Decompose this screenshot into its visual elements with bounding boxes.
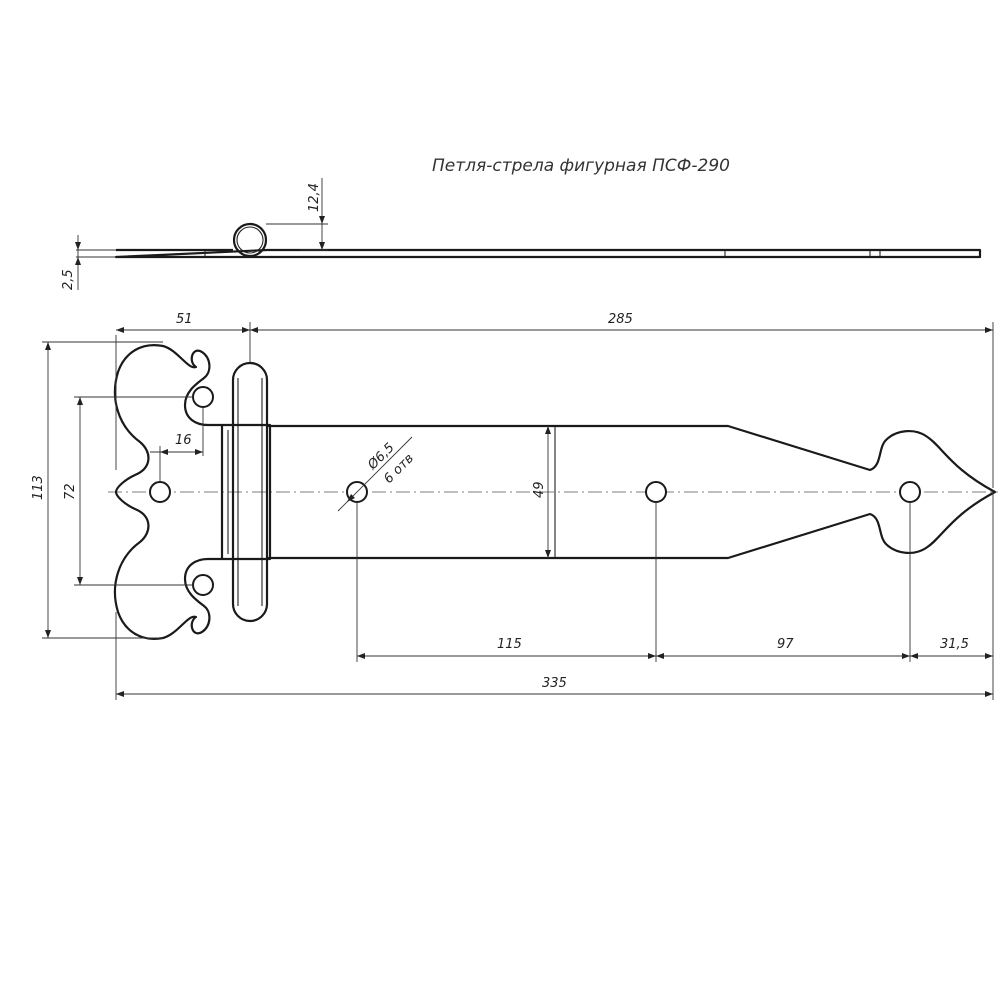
dim-hole-pitch-2: 97 — [777, 637, 794, 652]
dim-total-height: 113 — [31, 475, 46, 500]
dim-total-length: 335 — [542, 676, 567, 691]
decorative-flap — [113, 344, 222, 640]
strap — [267, 424, 997, 560]
side-view-knuckle — [232, 222, 268, 258]
dim-holes-spacing: 72 — [63, 483, 78, 500]
dim-hole-offset: 16 — [175, 433, 192, 448]
strap-hole-3 — [899, 481, 921, 503]
dim-strap-length: 285 — [608, 312, 633, 327]
dim-strap-width: 49 — [532, 481, 547, 498]
flap-hole-top — [192, 386, 214, 408]
dim-hole-pitch-1: 115 — [497, 637, 522, 652]
side-view: 2,5 12,4 — [61, 178, 982, 290]
strap-hole-2 — [645, 481, 667, 503]
drawing-title: Петля-стрела фигурная ПСФ-290 — [432, 156, 730, 176]
side-view-plate — [114, 248, 982, 259]
dim-tip-offset: 31,5 — [940, 637, 969, 652]
top-view: 51 285 113 72 16 49 Ø6,5 6 — [31, 312, 998, 700]
dim-flap-width: 51 — [176, 312, 193, 327]
hinge-knuckle — [231, 361, 269, 623]
flap-hole-middle — [149, 481, 171, 503]
dim-thickness: 2,5 — [61, 269, 76, 290]
flap-hole-bottom — [192, 574, 214, 596]
dim-knuckle: 12,4 — [307, 183, 322, 212]
